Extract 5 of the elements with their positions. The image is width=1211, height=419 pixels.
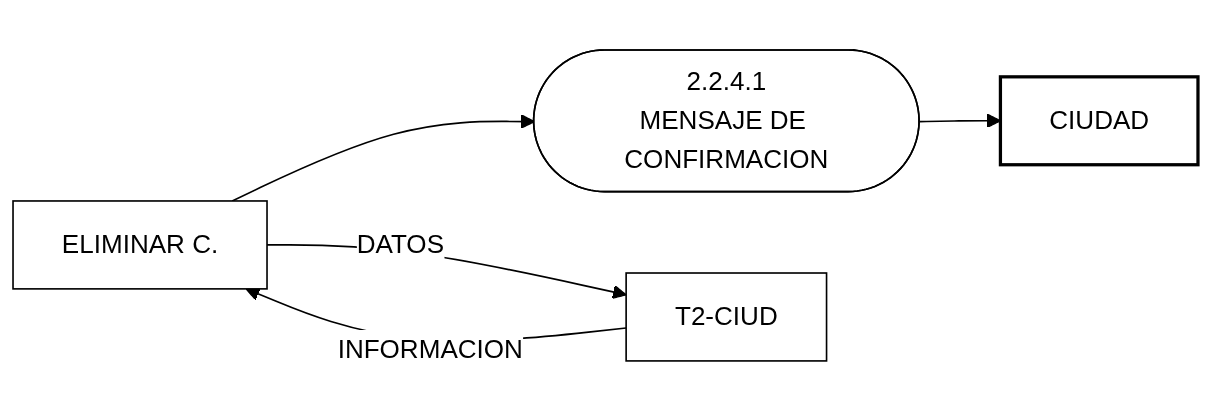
node-box: T2-CIUD [625, 272, 828, 362]
edge-label: DATOS [356, 230, 445, 258]
node-box: ELIMINAR C. [12, 200, 268, 290]
node-box: CIUDAD [998, 75, 1200, 167]
edge-label: INFORMACION [337, 334, 523, 363]
